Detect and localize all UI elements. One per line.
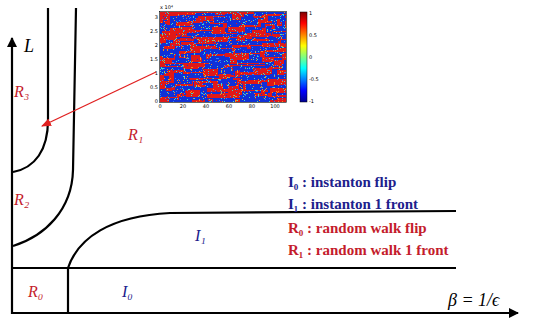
tick-label: -1 — [309, 99, 314, 104]
tick-label: 0 — [309, 55, 312, 60]
region-label: R₁ — [128, 127, 143, 143]
key-line: I₀ : instanton flip — [288, 175, 396, 190]
tick-label: 60 — [226, 104, 232, 109]
inset-frame — [160, 12, 287, 103]
tick-label: 0 — [158, 104, 161, 109]
key-line: I₁ : instanton 1 front — [288, 197, 418, 212]
tick-label: 1.5 — [150, 57, 158, 62]
tick-label: 0 — [155, 99, 158, 104]
region-boundaries — [12, 8, 456, 313]
tick-label: -0.5 — [309, 77, 319, 82]
tick-label: 40 — [203, 104, 209, 109]
tick-label: 0.5 — [309, 33, 317, 38]
tick-label: 2 — [155, 43, 158, 48]
region-label: I₀ — [122, 284, 133, 300]
tick-label: 0.5 — [150, 85, 158, 90]
tick-label: 1 — [309, 11, 312, 16]
tick-label: 80 — [249, 104, 255, 109]
key-line: R₁ : random walk 1 front — [288, 243, 448, 258]
tick-label: 2.5 — [150, 29, 158, 34]
tick-label: 3 — [155, 15, 158, 20]
axis-label: β = 1/ϵ — [448, 291, 499, 309]
region-label: R₃ — [14, 84, 29, 100]
tick-label: 100 — [270, 104, 280, 109]
key-line: R₀ : random walk flip — [288, 221, 427, 236]
pointer-arrow — [42, 72, 156, 126]
region-label: R₀ — [28, 284, 43, 300]
region-label: R₂ — [14, 192, 29, 208]
axis-exponent: x 10⁴ — [160, 5, 173, 10]
axis-label: L — [24, 37, 34, 55]
region-label: I₁ — [195, 228, 206, 244]
tick-label: 1 — [155, 71, 158, 76]
tick-label: 20 — [180, 104, 186, 109]
colorbar — [300, 12, 307, 102]
heatmap-inset — [160, 12, 286, 102]
